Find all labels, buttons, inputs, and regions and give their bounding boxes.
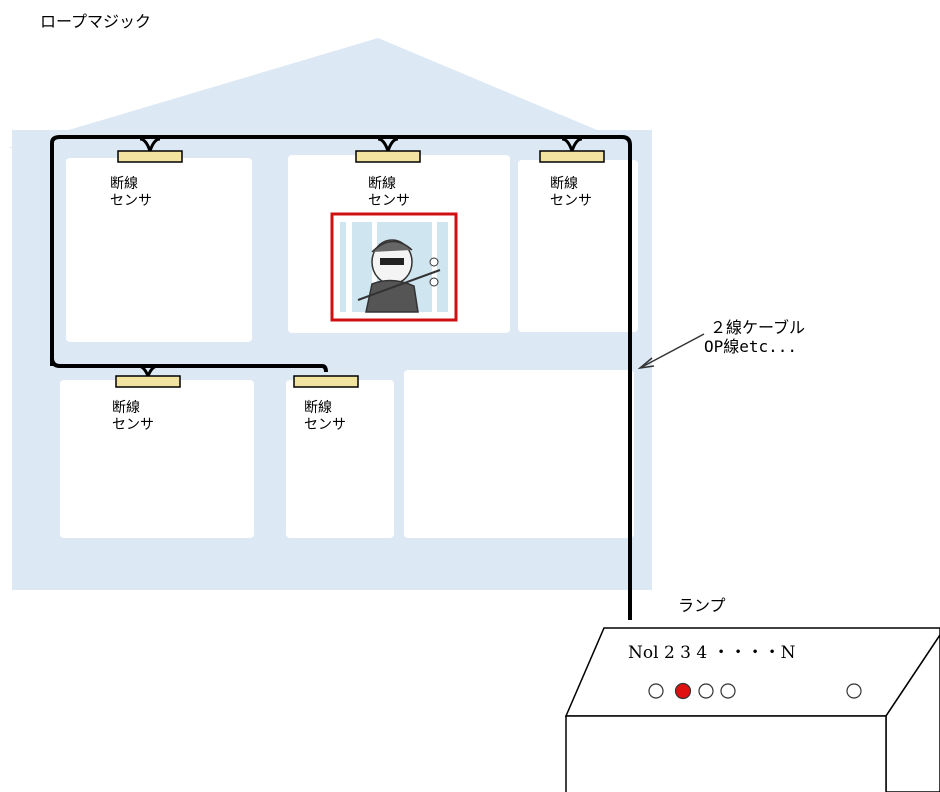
sensor-label-5: 断線センサ xyxy=(304,400,346,433)
sensor-label-2: 断線センサ xyxy=(368,176,410,209)
cable-label: ２線ケーブル OP線etc... xyxy=(704,318,806,356)
sensor-3 xyxy=(539,150,605,163)
intruder-picture-icon xyxy=(330,212,458,322)
lamp-4-icon xyxy=(720,683,736,699)
sensor-label-1: 断線センサ xyxy=(110,176,152,209)
lamp-label: ランプ xyxy=(678,596,726,615)
lamp-1-icon xyxy=(648,683,664,699)
lamp-numbering: Nol 2 3 4 ・・・・N xyxy=(628,643,796,663)
diagram-title: ロープマジック xyxy=(40,12,152,31)
lamp-2-icon xyxy=(674,682,692,700)
cable-pointer-arrow xyxy=(637,333,705,370)
house-icon xyxy=(8,38,652,590)
lamp-lights xyxy=(648,682,862,700)
sensor-1 xyxy=(117,150,183,163)
sensor-label-3: 断線センサ xyxy=(550,176,592,209)
lamp-n-icon xyxy=(846,683,862,699)
sensor-4 xyxy=(115,375,181,388)
sensor-bars xyxy=(115,150,605,388)
sensor-5 xyxy=(293,375,359,388)
lamp-3-icon xyxy=(698,683,714,699)
sensor-wire xyxy=(50,135,632,620)
sensor-label-4: 断線センサ xyxy=(112,400,154,433)
sensor-2 xyxy=(355,150,421,163)
